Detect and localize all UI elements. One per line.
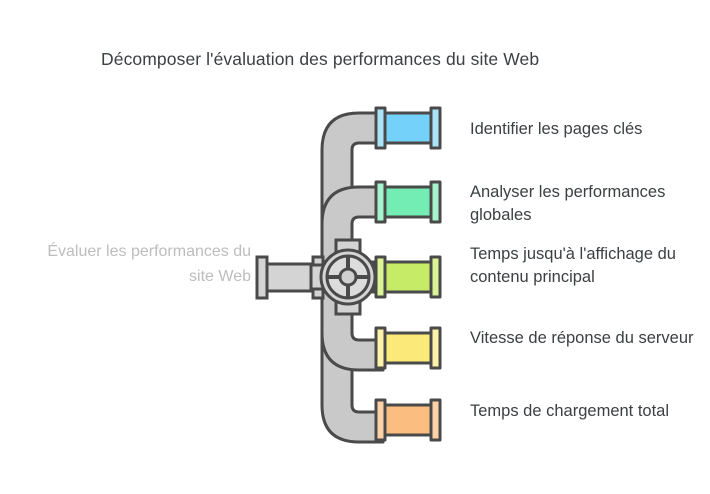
branch-pipe-flange-right [429, 106, 442, 150]
branch-label-5: Temps de chargement total [470, 402, 670, 420]
branch-pipe-5[interactable] [374, 398, 442, 442]
branch-pipe-4[interactable] [374, 326, 442, 370]
hub-center [338, 267, 358, 287]
branch-pipe-flange-left [374, 180, 387, 224]
branch-pipe-flange-left [374, 255, 387, 299]
page-title: Décomposer l'évaluation des performances… [101, 49, 540, 69]
branch-label-4: Vitesse de réponse du serveur [470, 329, 694, 347]
branch-pipe-flange-right [429, 398, 442, 442]
branch-pipe-body [382, 111, 434, 145]
branch-label-2: Analyser les performances globales [470, 183, 666, 224]
branch-label-1: Identifier les pages clés [470, 120, 643, 138]
valve-wheel-icon [309, 238, 387, 316]
branch-pipe-flange-left [374, 106, 387, 150]
source-pipe-flange-left [255, 255, 269, 300]
source-node-label: Évaluer les performances du site Web [47, 243, 251, 285]
branch-pipe-flange-left [374, 326, 387, 370]
branch-pipe-3[interactable] [374, 255, 442, 299]
branch-pipe-body [382, 185, 434, 219]
branch-pipe-flange-right [429, 255, 442, 299]
branch-pipe-body [382, 260, 434, 294]
branch-label-3: Temps jusqu'à l'affichage du contenu pri… [470, 245, 676, 286]
branch-pipe-2[interactable] [374, 180, 442, 224]
branch-pipe-1[interactable] [374, 106, 442, 150]
branch-pipe-flange-right [429, 326, 442, 370]
branch-pipe-body [382, 331, 434, 365]
branch-pipe-body [382, 403, 434, 437]
branch-pipe-flange-left [374, 398, 387, 442]
branch-pipe-flange-right [429, 180, 442, 224]
branch-pipes [374, 106, 442, 442]
